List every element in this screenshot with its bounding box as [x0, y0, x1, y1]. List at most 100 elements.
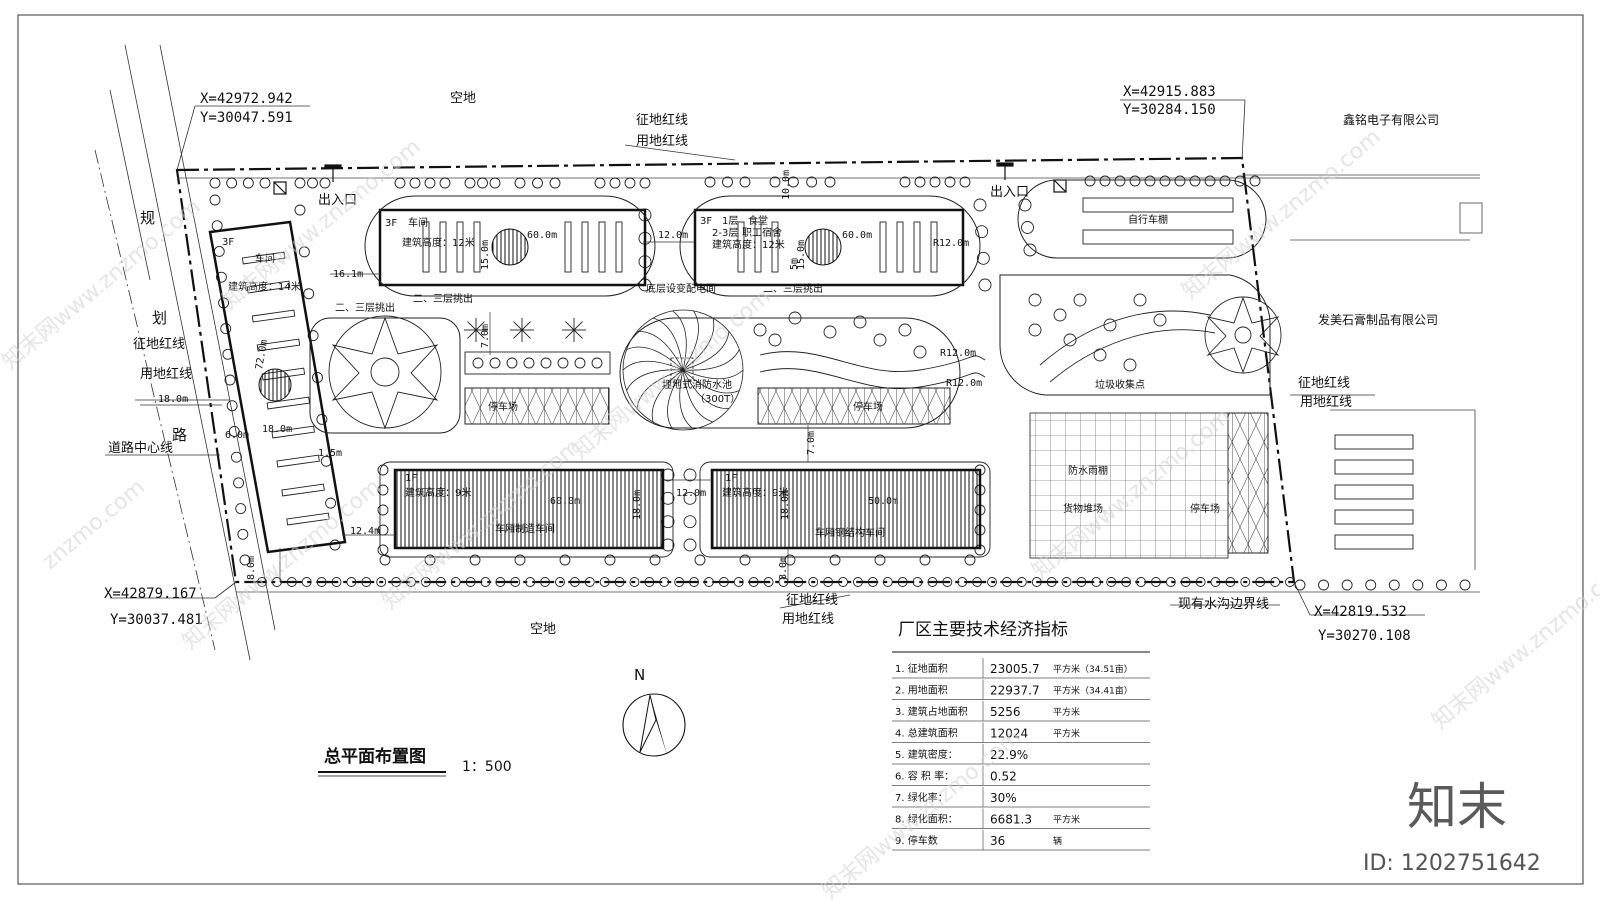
watermark-9: 知末网www.znzmo.com — [1428, 554, 1600, 734]
tree — [569, 577, 580, 587]
tree — [927, 577, 938, 587]
tree — [477, 177, 488, 189]
neighbor-buildings-east — [1334, 434, 1414, 550]
shop2-name: 车厢钢结构车间 — [815, 526, 885, 539]
tree — [683, 468, 697, 482]
rainshed-label: 防水雨棚 — [1068, 464, 1108, 477]
tree — [867, 577, 878, 587]
dim-18-0-c: 18.0m — [632, 490, 643, 520]
watermark-6: 知末网www.znzmo.com — [1178, 124, 1386, 304]
tree — [465, 577, 476, 587]
dim-15-0-b: 15.0m — [796, 240, 807, 270]
tree — [237, 528, 249, 540]
watermark-8: znzmo.com — [38, 475, 150, 575]
dim-8-0-a: 8.0m — [778, 556, 789, 580]
parking2-label: 停车场 — [853, 400, 883, 413]
coordinate-leaders — [105, 99, 1425, 616]
dim-7-0-b: 7.0m — [806, 431, 817, 455]
table-row-value: 30% — [990, 791, 1017, 805]
tree — [897, 577, 908, 587]
tree — [929, 176, 941, 188]
tree — [1018, 198, 1032, 212]
tree — [987, 577, 997, 587]
tree — [1028, 293, 1042, 307]
table-row-value: 22937.7 — [990, 684, 1040, 698]
table-row-item: 5. 建筑密度： — [895, 748, 958, 761]
brand-logo: 知末 — [1407, 778, 1507, 836]
tree — [733, 577, 744, 587]
tree — [301, 577, 312, 587]
tree — [424, 177, 436, 189]
tree — [722, 176, 733, 188]
north-label: N — [634, 666, 645, 684]
tree — [1240, 577, 1251, 587]
tree — [1053, 308, 1067, 322]
tree — [704, 176, 716, 188]
coord-sw-x: X=42879.167 — [104, 586, 197, 602]
parking-lots — [464, 387, 1269, 554]
dorm-sub: 底层设变配电间 — [646, 282, 716, 295]
tree — [1195, 577, 1206, 587]
tree — [978, 278, 992, 292]
tree — [604, 554, 616, 566]
tree — [1021, 221, 1034, 234]
tree — [319, 177, 331, 189]
drawing-frame — [17, 14, 1584, 885]
tree — [959, 176, 971, 188]
tree — [1225, 577, 1236, 587]
ws-w-name: 车间 — [255, 252, 275, 265]
vacant-south: 空地 — [530, 622, 556, 637]
entrance-markers — [273, 162, 1067, 195]
table-row-item: 1. 征地面积 — [895, 662, 948, 675]
table-row-item: 7. 绿化率： — [895, 791, 948, 804]
pool-cap: （300T） — [695, 393, 740, 405]
pool-label: 埋地式消防水池 — [662, 378, 732, 391]
tree — [1435, 579, 1447, 591]
tree — [649, 554, 661, 566]
dim-7-0-a: 7.0m — [480, 324, 491, 348]
tree — [624, 177, 636, 189]
tree — [914, 176, 926, 188]
tree — [1093, 348, 1107, 362]
tree — [1270, 577, 1281, 587]
dorm-l2b: 职工宿舍 — [742, 226, 782, 239]
tree — [1153, 313, 1167, 327]
dim-r12-a: R12.0m — [933, 238, 969, 249]
dorm-floors: 3F — [700, 216, 712, 227]
tree — [230, 451, 242, 463]
tree — [1341, 579, 1353, 591]
tree — [514, 177, 526, 189]
dim-8-0-b: 8.0m — [246, 556, 257, 580]
dorm-l1: 1层 — [722, 215, 738, 227]
tree — [853, 315, 867, 329]
neighbor-ne: 鑫铭电子有限公司 — [1343, 112, 1439, 127]
tree — [224, 374, 236, 386]
tree — [852, 577, 863, 587]
tree — [1063, 333, 1077, 347]
tree — [1123, 358, 1137, 372]
tree — [972, 577, 983, 587]
tree — [913, 345, 927, 359]
tree — [376, 577, 387, 587]
table-row-value: 5256 — [990, 705, 1021, 719]
road-centerline: 道路中心线 — [108, 440, 173, 456]
cargo-yard — [1029, 412, 1229, 559]
table-row-unit: 平方米（34.51亩） — [1053, 663, 1133, 675]
dim-10-0: 10.0m — [781, 170, 792, 200]
tree — [644, 577, 655, 587]
ws-a-note: 二、三层挑出 — [413, 292, 473, 305]
tree — [806, 176, 818, 188]
tree — [1318, 579, 1330, 591]
tree — [209, 177, 221, 189]
tree — [489, 177, 501, 189]
tree — [808, 577, 819, 587]
tree — [823, 325, 837, 339]
table-row-item: 2. 用地面积 — [895, 684, 948, 697]
tree — [259, 177, 271, 189]
land-use-west: 用地红线 — [140, 366, 192, 382]
coord-se-x: X=42819.532 — [1314, 604, 1407, 620]
tree — [469, 554, 481, 566]
dim-12-0-b: 12.0m — [676, 488, 706, 499]
dorm-note: 二、三层挑出 — [763, 282, 823, 295]
coord-ne-y: Y=30284.150 — [1123, 102, 1216, 118]
